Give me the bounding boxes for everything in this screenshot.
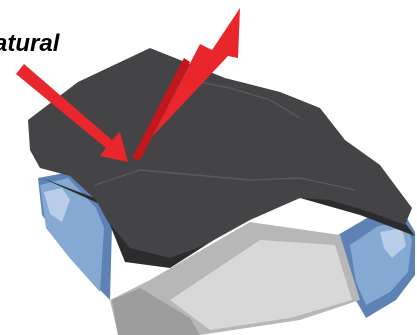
- terrain-diagram: [0, 0, 417, 335]
